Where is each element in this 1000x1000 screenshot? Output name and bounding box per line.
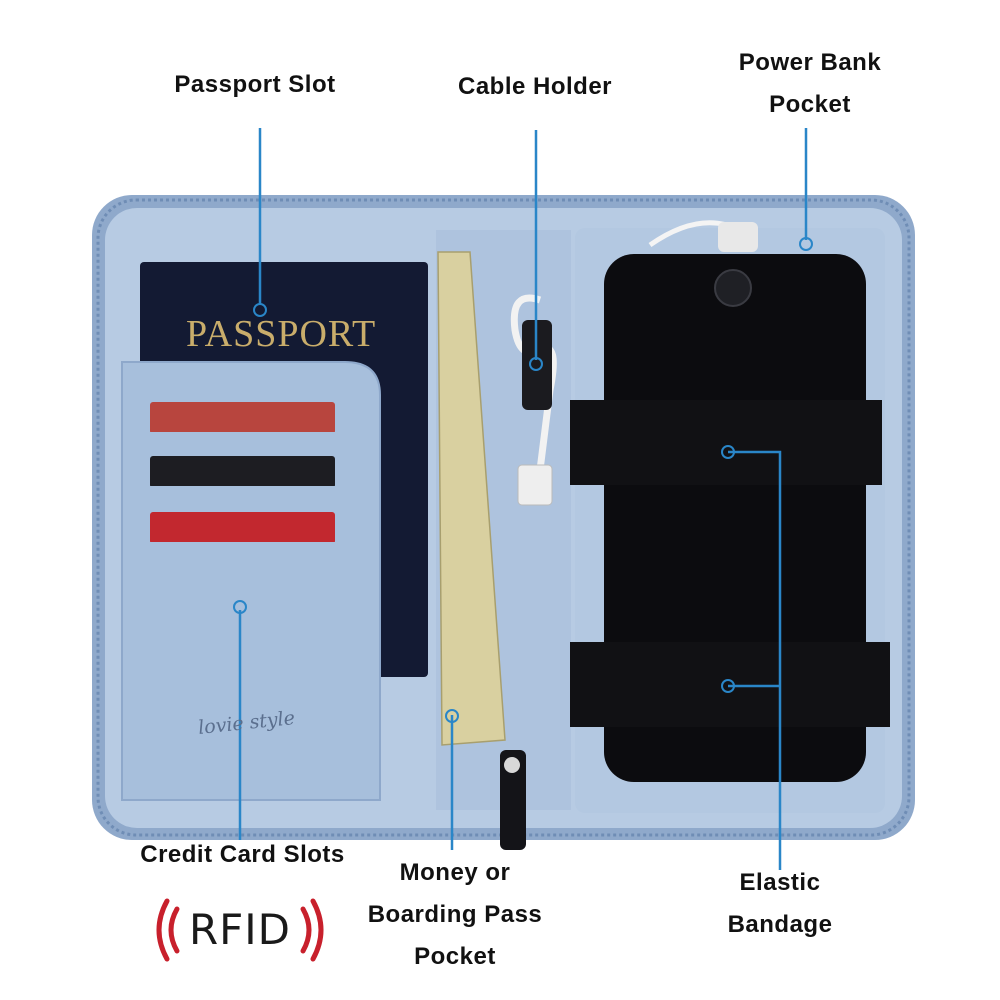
phone-home-button [714, 269, 752, 307]
dot-powerbank [799, 237, 813, 251]
cable-strap [522, 320, 552, 410]
dot-passport [253, 303, 267, 317]
dot-elastic-top [721, 445, 735, 459]
callout-elastic-top [728, 450, 782, 870]
label-power-bank-pocket: Power Bank Pocket [720, 42, 900, 126]
rfid-text: RFID [188, 905, 292, 954]
zipper-slider [504, 757, 520, 773]
rfid-badge: RFID [155, 895, 325, 965]
label-elastic-bandage: Elastic Bandage [710, 862, 850, 946]
phone-plug [718, 222, 758, 252]
label-passport-slot-text: Passport Slot [174, 71, 336, 98]
zipper-pull [500, 750, 526, 850]
label-passport-slot: Passport Slot [160, 64, 350, 106]
rfid-waves-icon [156, 898, 324, 962]
zipper-track [96, 198, 911, 837]
callout-lines [238, 128, 808, 870]
label-power-bank-line1: Power Bank [738, 49, 882, 76]
dot-money [445, 709, 459, 723]
card-slot-edge-3 [140, 542, 350, 554]
label-money-pocket: Money or Boarding Pass Pocket [350, 852, 560, 978]
label-elastic-line1: Elastic [739, 869, 821, 896]
label-money-line1: Money or [399, 859, 511, 886]
card-slot-edge-2 [140, 486, 350, 498]
label-credit-card-slots: Credit Card Slots [120, 834, 365, 876]
usb-plug [517, 464, 553, 506]
label-cable-holder-text: Cable Holder [457, 73, 613, 100]
callout-dots [233, 237, 813, 723]
credit-card-3 [150, 512, 335, 544]
credit-card-1 [150, 402, 335, 434]
label-cable-holder: Cable Holder [440, 66, 630, 108]
dot-cable [529, 357, 543, 371]
label-power-bank-line2: Pocket [769, 91, 851, 118]
elastic-band-bottom [570, 642, 890, 727]
dot-cards [233, 600, 247, 614]
credit-card-2 [150, 456, 335, 488]
card-slot-edge-1 [140, 432, 350, 444]
label-money-line3: Pocket [414, 943, 496, 970]
label-elastic-line2: Bandage [727, 911, 833, 938]
passport-cover-text: PASSPORT [186, 313, 377, 355]
elastic-band-top [570, 400, 882, 485]
label-credit-card-slots-text: Credit Card Slots [140, 841, 345, 868]
dot-elastic-bottom [721, 679, 735, 693]
label-money-line2: Boarding Pass [367, 901, 543, 928]
cash-bill [437, 251, 506, 746]
